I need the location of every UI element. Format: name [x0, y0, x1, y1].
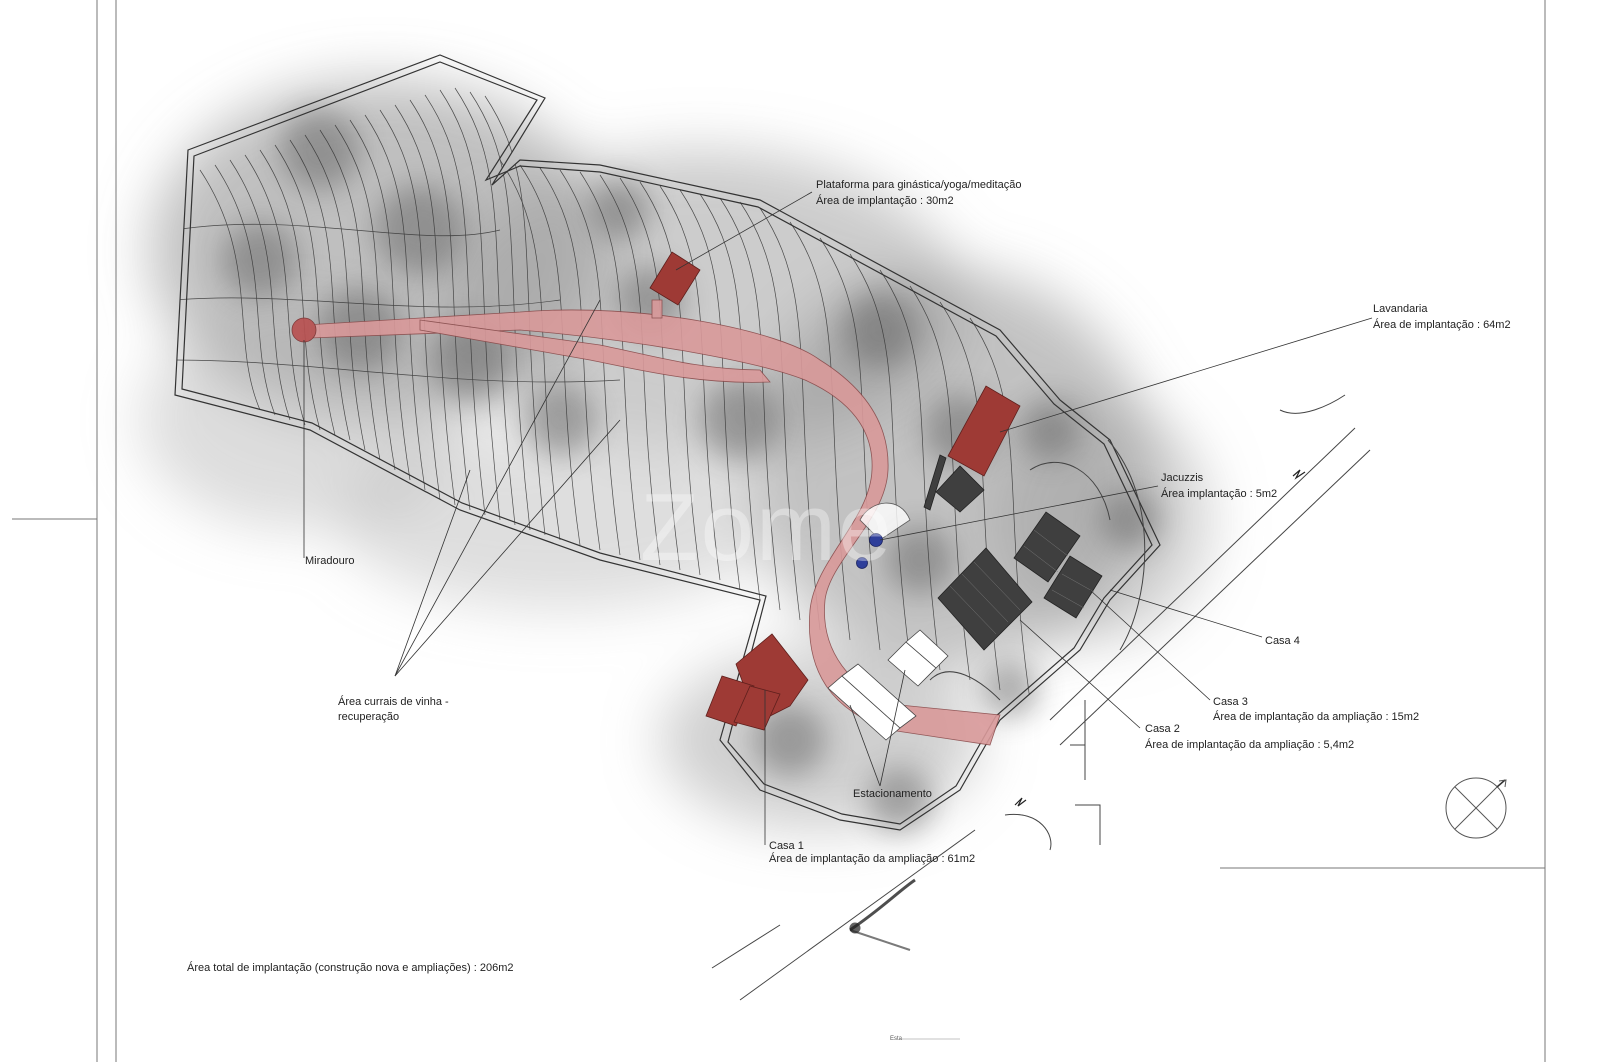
existing-buildings	[923, 454, 1103, 651]
north-arrow-icon	[1445, 777, 1507, 839]
label-jacuzzis-title: Jacuzzis	[1161, 472, 1204, 484]
roof-hatching	[949, 529, 1095, 635]
footer-note: Esta	[890, 1036, 903, 1042]
label-currais-line1: Área currais de vinha -	[338, 695, 449, 708]
label-casa-3-area: Área de implantação da ampliação : 15m2	[1213, 710, 1419, 723]
casa-2-roof	[937, 547, 1033, 651]
label-plataforma-title: Plataforma para ginástica/yoga/meditação	[816, 179, 1021, 191]
label-casa-3-title: Casa 3	[1213, 696, 1248, 708]
new-construction	[649, 251, 1021, 731]
label-casa-2-area: Área de implantação da ampliação : 5,4m2	[1145, 738, 1354, 751]
road-break-marks	[1014, 469, 1306, 807]
jacuzzi-house-roof	[935, 465, 985, 513]
casa-3-roof	[1043, 555, 1103, 619]
casa-1-annex-2	[733, 685, 781, 731]
label-lavandaria-area: Área de implantação : 64m2	[1373, 318, 1511, 331]
label-plataforma-area: Área de implantação : 30m2	[816, 194, 954, 207]
jacuzzi-2	[856, 557, 868, 569]
road	[711, 394, 1371, 1001]
parking-areas	[827, 502, 949, 741]
label-miradouro: Miradouro	[305, 555, 355, 567]
jacuzzis	[856, 533, 883, 569]
casa-4-roof	[1013, 511, 1081, 583]
casa-1-annex	[705, 675, 755, 727]
label-casa-2-title: Casa 2	[1145, 723, 1180, 735]
label-jacuzzis-area: Área implantação : 5m2	[1161, 487, 1277, 500]
scan-smudge	[849, 878, 916, 951]
platform-building	[649, 251, 701, 306]
sheet-frame	[12, 0, 1546, 1062]
jacuzzi-1	[869, 533, 883, 547]
property-boundary	[174, 54, 1161, 831]
label-lavandaria-title: Lavandaria	[1373, 303, 1428, 315]
label-total-area: Área total de implantação (construção no…	[187, 961, 514, 974]
watermark: Zome	[640, 474, 893, 581]
label-casa-4: Casa 4	[1265, 635, 1300, 647]
label-casa-1-title: Casa 1	[769, 840, 804, 852]
leader-lines	[303, 191, 1373, 845]
wall-segment	[923, 454, 947, 511]
label-currais-line2: recuperação	[338, 711, 399, 723]
lavandaria-building	[947, 385, 1021, 477]
walking-path	[291, 299, 1001, 746]
label-casa-1-area: Área de implantação da ampliação : 61m2	[769, 852, 975, 865]
label-estacionamento: Estacionamento	[853, 788, 932, 800]
